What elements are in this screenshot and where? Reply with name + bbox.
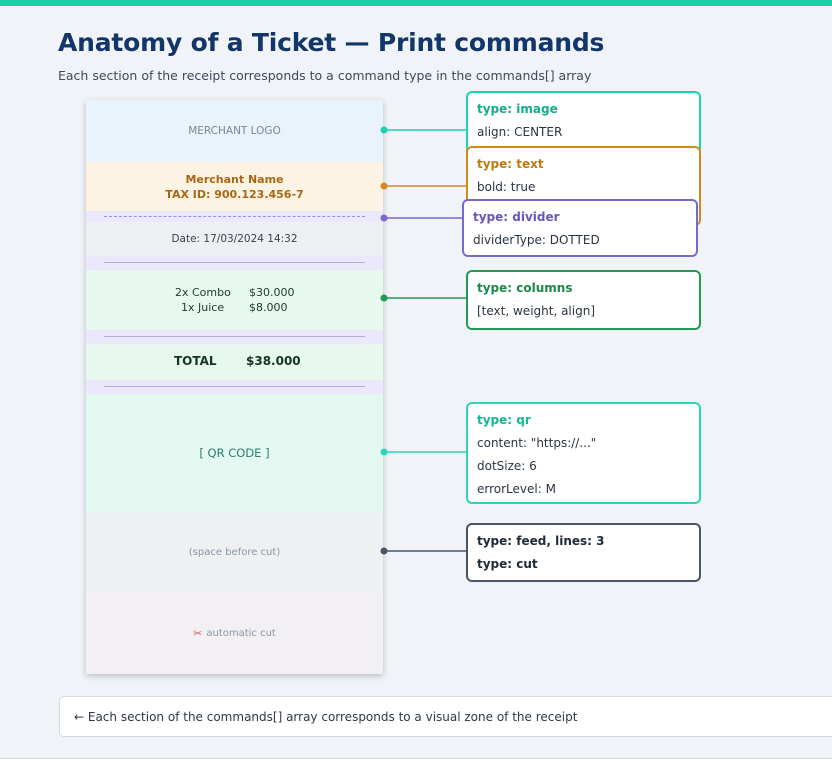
cut-text: automatic cut bbox=[206, 627, 276, 639]
zone-qr: [ QR CODE ] bbox=[86, 394, 383, 512]
callout-image-line: align: CENTER bbox=[477, 125, 563, 139]
zone-divider bbox=[86, 256, 383, 270]
logo-placeholder: MERCHANT LOGO bbox=[188, 125, 281, 137]
callout-qr: type: qr content: "https://..." dotSize:… bbox=[466, 402, 701, 504]
item-2-name: 1x Juice bbox=[181, 301, 225, 314]
zone-total: TOTAL $38.000 bbox=[86, 344, 383, 380]
merchant-name: Merchant Name bbox=[185, 172, 284, 186]
callout-columns: type: columns [text, weight, align] bbox=[466, 270, 701, 330]
footer-note-text: ← Each section of the commands[] array c… bbox=[74, 709, 578, 724]
callout-columns-line: [text, weight, align] bbox=[477, 304, 596, 318]
callout-feed: type: feed, lines: 3 type: cut bbox=[466, 523, 701, 582]
callout-divider-line: dividerType: DOTTED bbox=[473, 233, 600, 247]
callout-feed-title: type: feed, lines: 3 bbox=[477, 534, 605, 548]
callout-qr-title: type: qr bbox=[477, 413, 531, 427]
qr-placeholder: [ QR CODE ] bbox=[199, 446, 270, 460]
callout-qr-line-dotsize: dotSize: 6 bbox=[477, 459, 537, 473]
callout-columns-title: type: columns bbox=[477, 281, 573, 295]
item-1-price: $30.000 bbox=[249, 286, 295, 299]
zone-merchant: Merchant Name TAX ID: 900.123.456-7 bbox=[86, 162, 383, 211]
callout-divider: type: divider dividerType: DOTTED bbox=[462, 199, 698, 257]
tax-id: TAX ID: 900.123.456-7 bbox=[165, 187, 304, 201]
zone-divider bbox=[86, 330, 383, 344]
receipt: MERCHANT LOGO Merchant Name TAX ID: 900.… bbox=[86, 100, 383, 674]
zone-divider bbox=[86, 380, 383, 394]
zone-feed: (space before cut) bbox=[86, 512, 383, 592]
dotted-divider bbox=[104, 216, 365, 217]
callout-text-line: bold: true bbox=[477, 180, 536, 194]
zone-date: Date: 17/03/2024 14:32 bbox=[86, 222, 383, 256]
item-1-name: 2x Combo bbox=[175, 286, 231, 299]
zone-divider-dotted bbox=[86, 211, 383, 222]
bottom-rule bbox=[0, 758, 832, 759]
feed-text: (space before cut) bbox=[188, 546, 281, 558]
callout-image-title: type: image bbox=[477, 102, 558, 116]
callout-feed-line: type: cut bbox=[477, 557, 538, 571]
scissors-icon: ✂ bbox=[193, 626, 203, 640]
solid-divider bbox=[104, 262, 365, 263]
callout-divider-title: type: divider bbox=[473, 210, 560, 224]
total-label: TOTAL bbox=[174, 354, 217, 368]
page-title: Anatomy of a Ticket — Print commands bbox=[58, 28, 605, 57]
solid-divider bbox=[104, 336, 365, 337]
date-text: Date: 17/03/2024 14:32 bbox=[171, 233, 298, 245]
total-value: $38.000 bbox=[246, 354, 301, 368]
solid-divider bbox=[104, 386, 365, 387]
item-2-price: $8.000 bbox=[249, 301, 288, 314]
callout-text-title: type: text bbox=[477, 157, 544, 171]
footer-note: ← Each section of the commands[] array c… bbox=[59, 696, 832, 737]
page-subtitle: Each section of the receipt corresponds … bbox=[58, 68, 592, 83]
zone-items: 2x Combo $30.000 1x Juice $8.000 bbox=[86, 270, 383, 330]
zone-logo: MERCHANT LOGO bbox=[86, 100, 383, 162]
zone-cut: ✂ automatic cut bbox=[86, 592, 383, 674]
callout-qr-line-errorlevel: errorLevel: M bbox=[477, 482, 556, 496]
callout-qr-line-content: content: "https://..." bbox=[477, 436, 597, 450]
